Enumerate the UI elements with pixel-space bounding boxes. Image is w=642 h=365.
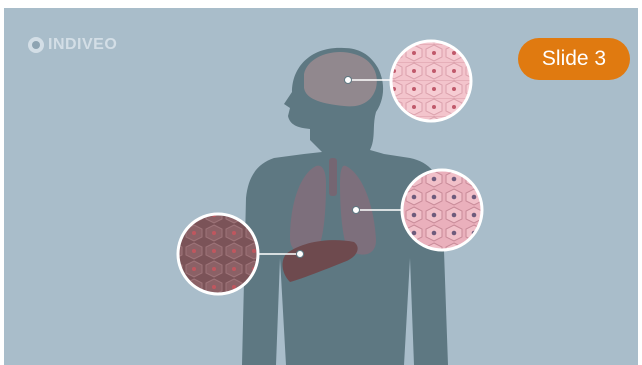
- liver-cells-callout: [178, 214, 258, 294]
- lung-marker: [353, 207, 360, 214]
- lung-cells-callout: [402, 170, 482, 250]
- slide-badge-label: Slide 3: [542, 47, 606, 70]
- brain-marker: [345, 77, 352, 84]
- brain-cells-callout: [391, 41, 471, 121]
- slide-canvas: INDIVEO: [4, 8, 638, 365]
- slide-badge: Slide 3: [518, 38, 630, 80]
- liver-marker: [297, 251, 304, 258]
- brain-shape: [304, 52, 377, 106]
